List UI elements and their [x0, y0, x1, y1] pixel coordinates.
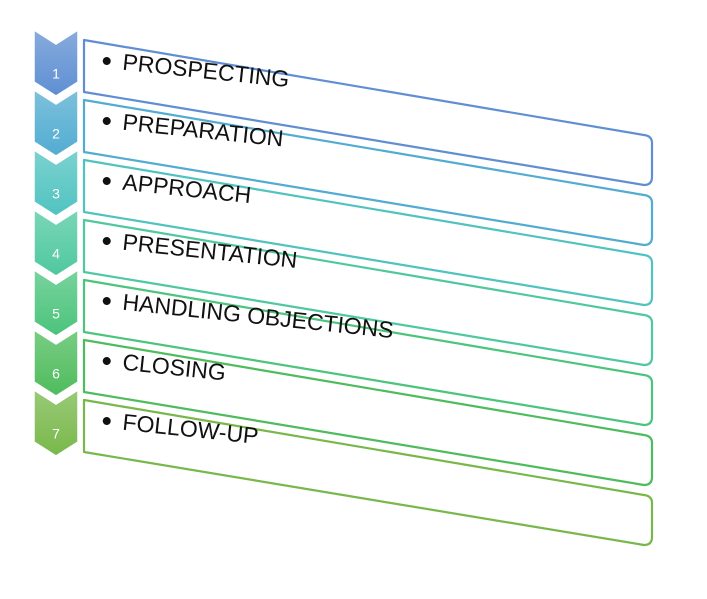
step-box: [82, 278, 654, 427]
step-chevron: [33, 328, 79, 397]
bullet-icon: [102, 117, 111, 126]
bullet-icon: [102, 237, 111, 246]
step-chevron: [33, 88, 79, 157]
step-number: 3: [52, 186, 60, 202]
step-number: 7: [52, 426, 60, 442]
bullet-icon: [102, 417, 111, 426]
step-box: [82, 98, 654, 247]
step-number: 5: [52, 306, 60, 322]
step-number: 4: [52, 246, 60, 262]
step-boxes: [82, 38, 654, 547]
bullet-icon: [102, 57, 111, 66]
step-chevron: [33, 148, 79, 217]
step-chevron: [33, 28, 79, 97]
step-number: 1: [52, 66, 60, 82]
step-chevrons: 1 2 3 4 5 6 7: [33, 28, 79, 457]
step-box: [82, 338, 654, 487]
step-box: [82, 398, 654, 547]
step-chevron: [33, 268, 79, 337]
bullet-icon: [102, 297, 111, 306]
step-number: 6: [52, 366, 60, 382]
step-box: [82, 38, 654, 187]
bullet-icon: [102, 357, 111, 366]
step-chevron: [33, 388, 79, 457]
step-number: 2: [52, 126, 60, 142]
step-box: [82, 158, 654, 307]
step-chevron: [33, 208, 79, 277]
bullet-icon: [102, 177, 111, 186]
step-box: [82, 218, 654, 367]
